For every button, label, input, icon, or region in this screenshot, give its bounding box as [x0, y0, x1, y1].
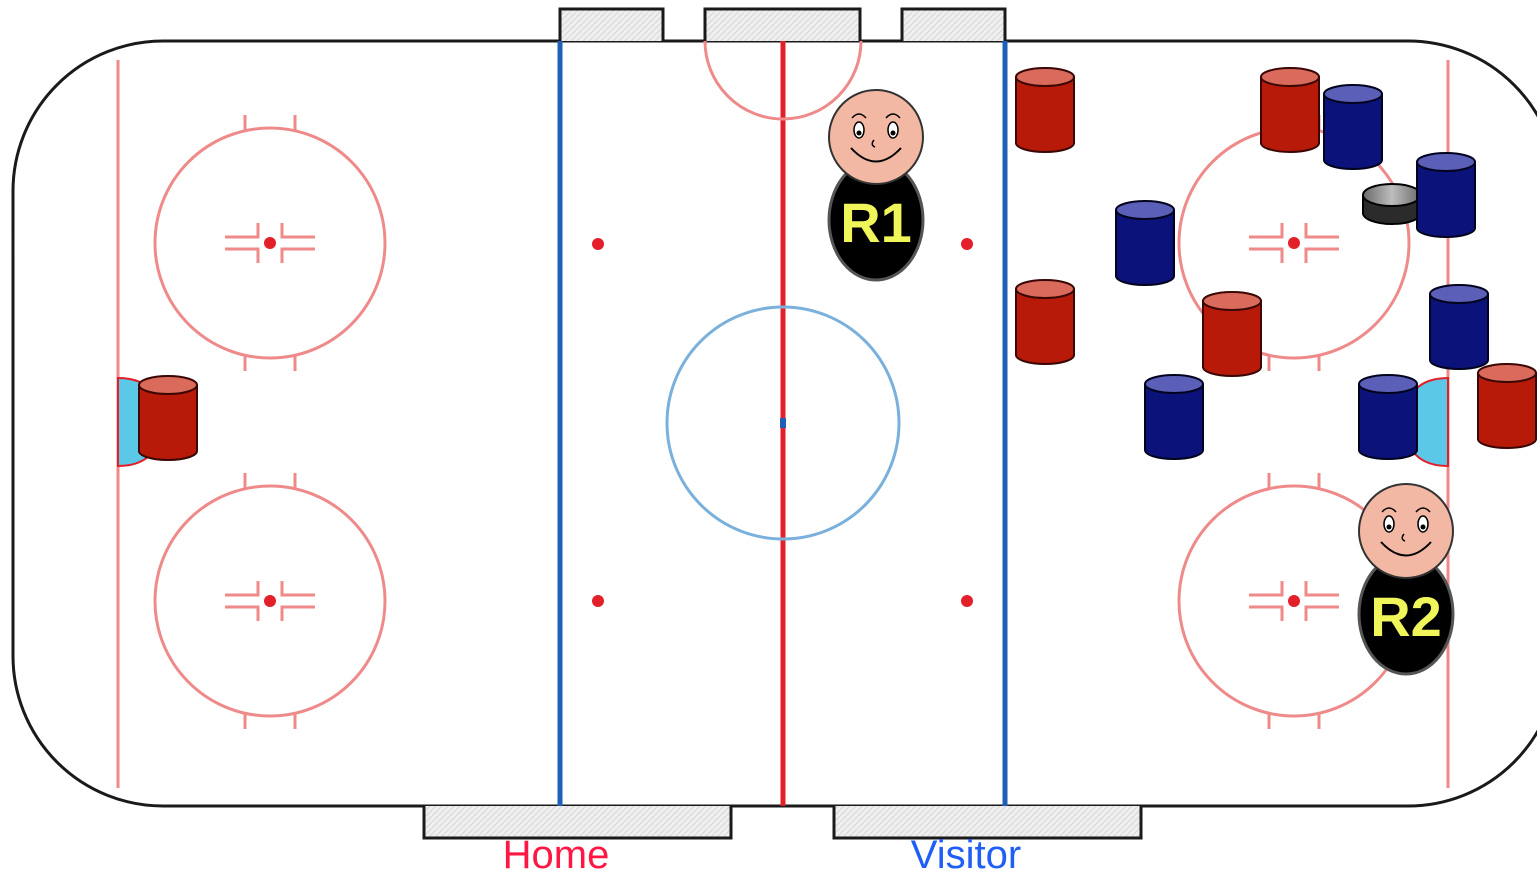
visitor-player-marker[interactable]: [1359, 375, 1417, 459]
visitor-player-marker[interactable]: [1145, 375, 1203, 459]
neutral-dot: [961, 238, 973, 250]
home-player-marker[interactable]: [139, 376, 197, 460]
top-boxes: [560, 9, 1005, 41]
referee-r1-icon[interactable]: R1: [829, 90, 923, 280]
referee-r1-label: R1: [840, 191, 912, 254]
neutral-dot: [592, 595, 604, 607]
puck-icon[interactable]: [1363, 184, 1421, 224]
home-player-marker[interactable]: [1478, 364, 1536, 448]
visitor-bench-label: Visitor: [911, 833, 1021, 875]
neutral-dot: [961, 595, 973, 607]
referee-r2-icon[interactable]: R2: [1359, 484, 1453, 674]
home-player-marker[interactable]: [1016, 68, 1074, 152]
visitor-player-marker[interactable]: [1116, 201, 1174, 285]
visitor-player-marker[interactable]: [1430, 285, 1488, 369]
home-player-marker[interactable]: [1016, 280, 1074, 364]
home-bench-label: Home: [503, 833, 610, 875]
referee-r2-label: R2: [1370, 585, 1442, 648]
visitor-player-marker[interactable]: [1417, 153, 1475, 237]
home-player-marker[interactable]: [1261, 68, 1319, 152]
rink-boards: [13, 41, 1537, 806]
home-player-marker[interactable]: [1203, 292, 1261, 376]
neutral-dot: [592, 238, 604, 250]
center-dot: [780, 418, 786, 428]
visitor-player-marker[interactable]: [1324, 85, 1382, 169]
